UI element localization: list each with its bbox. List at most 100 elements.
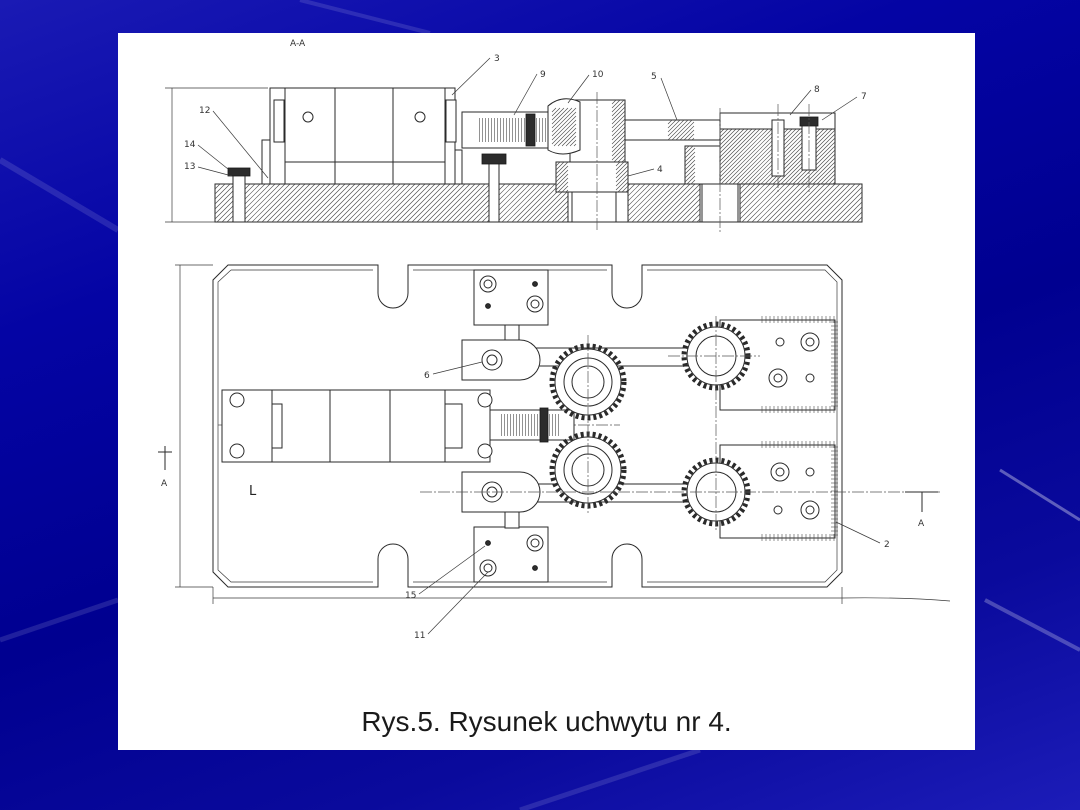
hatch-line bbox=[808, 157, 836, 185]
block-hole bbox=[775, 337, 785, 347]
hatch-line bbox=[831, 191, 863, 223]
clamp-bolt-inner bbox=[530, 299, 540, 309]
leader-line bbox=[212, 110, 269, 179]
leader-line bbox=[513, 73, 538, 116]
hatch-line bbox=[386, 183, 426, 223]
block-bolt-inner bbox=[805, 505, 815, 515]
hatch-line bbox=[719, 128, 737, 146]
hatch-line bbox=[832, 181, 836, 185]
hatch-line bbox=[611, 142, 626, 157]
hatch-line bbox=[683, 129, 695, 141]
block-bolt-inner bbox=[805, 337, 815, 347]
piston-rod-nut bbox=[539, 407, 549, 443]
hatch-lines bbox=[667, 119, 695, 141]
hatch-line bbox=[800, 149, 836, 185]
cylinder-mount-bolt bbox=[477, 392, 493, 408]
label-part-9: 9 bbox=[540, 70, 546, 80]
hatch-line bbox=[856, 216, 863, 223]
hatch-line bbox=[573, 143, 577, 147]
cylinder-mount-bolt bbox=[477, 443, 493, 459]
hatch-line bbox=[684, 167, 696, 179]
hatch-line bbox=[521, 183, 561, 223]
leader-line bbox=[841, 597, 951, 602]
hatch-line bbox=[821, 183, 861, 223]
lever-pin-inner bbox=[486, 354, 498, 366]
hatch-line bbox=[551, 107, 569, 125]
hatch-line bbox=[555, 177, 569, 191]
hatch-line bbox=[511, 183, 551, 223]
leader-line bbox=[451, 57, 491, 96]
hatch-line bbox=[791, 183, 831, 223]
hatch-line bbox=[431, 183, 471, 223]
hatch-line bbox=[555, 173, 569, 187]
background-streak bbox=[984, 598, 1080, 652]
background-streak bbox=[999, 468, 1080, 522]
section-title: A-A bbox=[290, 39, 306, 49]
background-streak bbox=[0, 597, 119, 643]
hatch-line bbox=[271, 183, 311, 223]
hatch-line bbox=[684, 147, 696, 159]
hatch-line bbox=[331, 183, 371, 223]
label-part-10: 10 bbox=[592, 70, 604, 80]
hatch-line bbox=[719, 128, 741, 150]
hatch-line bbox=[551, 115, 577, 141]
hatch-line bbox=[719, 128, 773, 182]
hatch-line bbox=[719, 128, 745, 154]
hatch-line bbox=[666, 183, 706, 223]
clamp-hole bbox=[532, 281, 538, 287]
hatch-line bbox=[506, 183, 546, 223]
hatch-line bbox=[241, 183, 281, 223]
hatch-line bbox=[684, 145, 690, 151]
hatch-line bbox=[246, 183, 286, 223]
hatch-line bbox=[551, 107, 557, 113]
hatch-line bbox=[611, 118, 626, 133]
hatch-line bbox=[820, 169, 836, 185]
leader-line bbox=[821, 96, 858, 121]
label-part-8: 8 bbox=[814, 85, 820, 95]
hatch-line bbox=[781, 183, 821, 223]
pin-4 bbox=[555, 161, 629, 193]
hatch-line bbox=[686, 175, 696, 185]
hatch-line bbox=[501, 183, 541, 223]
hatch-line bbox=[719, 128, 749, 158]
hatch-line bbox=[406, 183, 446, 223]
hatch-line bbox=[811, 183, 851, 223]
plan-view: A A 6 L 2 15 11 bbox=[158, 264, 951, 641]
block-bolt-inner bbox=[773, 373, 783, 383]
hatch-line bbox=[667, 119, 677, 129]
hatch-line bbox=[667, 119, 685, 137]
hatch-line bbox=[316, 183, 356, 223]
hatch-line bbox=[611, 138, 626, 153]
hatch-line bbox=[555, 169, 569, 183]
hatch-line bbox=[719, 128, 761, 170]
hatch-lines bbox=[551, 107, 577, 147]
hatch-lines bbox=[684, 145, 696, 185]
hatch-lines bbox=[611, 99, 626, 163]
hatch-line bbox=[565, 189, 569, 193]
section-mark-left-label: A bbox=[161, 479, 168, 489]
hatch-line bbox=[371, 183, 411, 223]
leader-line bbox=[427, 571, 489, 635]
hatch-line bbox=[321, 183, 361, 223]
hatch-line bbox=[613, 150, 626, 163]
cylinder-mount-bolt bbox=[229, 443, 245, 459]
clamp-bolt-inner bbox=[530, 538, 540, 548]
hatch-line bbox=[611, 110, 626, 125]
hatch-line bbox=[286, 183, 326, 223]
screw-13 bbox=[232, 171, 246, 223]
hatch-line bbox=[724, 128, 781, 185]
leader-line bbox=[197, 144, 229, 170]
hatch-line bbox=[796, 183, 836, 223]
hatch-line bbox=[615, 161, 629, 175]
hatch-line bbox=[625, 189, 629, 193]
hatch-line bbox=[636, 183, 676, 223]
hatch-line bbox=[804, 153, 836, 185]
clamp-bolt-inner bbox=[483, 563, 493, 573]
hatch-line bbox=[816, 183, 856, 223]
hatch-line bbox=[421, 183, 461, 223]
screw-13-head bbox=[227, 167, 251, 177]
hatch-line bbox=[481, 183, 521, 223]
hatch-line bbox=[561, 131, 577, 147]
hatch-line bbox=[719, 128, 733, 142]
hatch-line bbox=[816, 165, 836, 185]
